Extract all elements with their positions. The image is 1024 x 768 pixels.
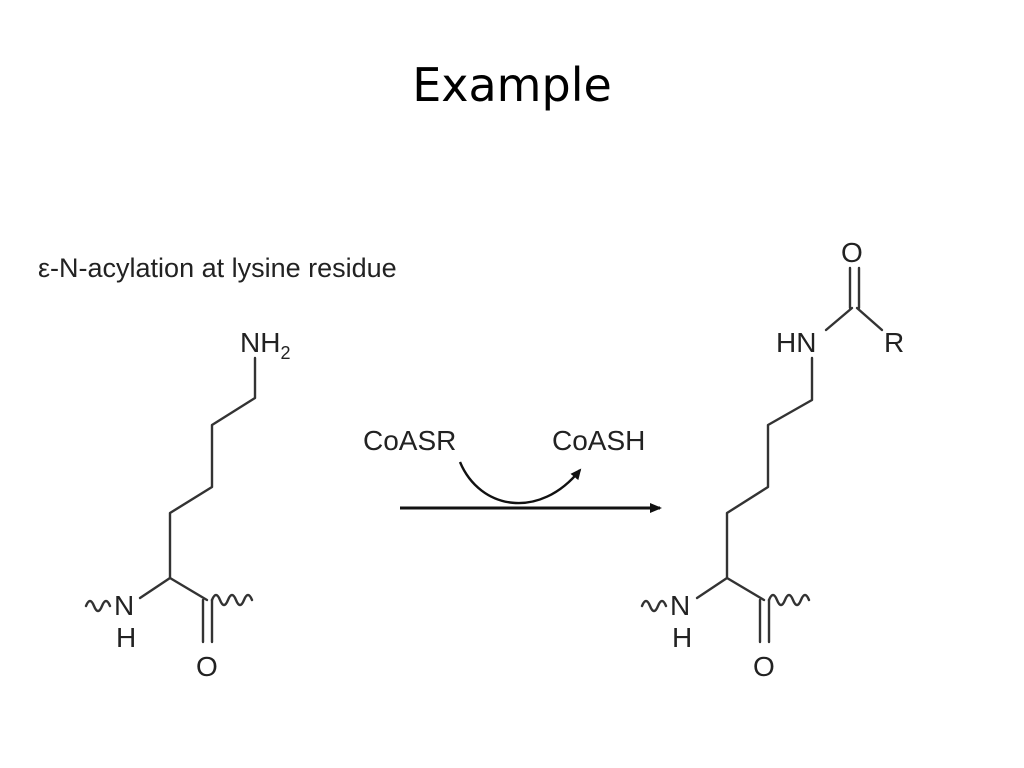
reactant-amine-label: NH2	[240, 327, 290, 363]
product-ca-c-bond	[725, 576, 766, 602]
reactant-lysine-structure: NH2 N H O	[84, 327, 290, 682]
reactant-backbone-n: N	[114, 590, 134, 621]
reactant-amine-nh: NH	[240, 327, 280, 358]
reactant-amine-subscript: 2	[280, 343, 290, 363]
reactant-backbone-h: H	[116, 622, 136, 653]
diagram-caption: ε-N-acylation at lysine residue	[38, 253, 397, 283]
reactant-wavy-right	[210, 593, 254, 607]
product-acyl-lysine-structure: O HN R N H O	[640, 237, 904, 682]
product-acyl-o: O	[841, 237, 863, 268]
reactant-carbonyl-o: O	[196, 651, 218, 682]
product-side-chain	[725, 356, 814, 580]
product-carbonyl-o: O	[753, 651, 775, 682]
product-wavy-left	[640, 599, 668, 613]
product-backbone-n: N	[670, 590, 690, 621]
reactant-n-ca-bond	[138, 576, 172, 600]
reagent-label: CoASR	[363, 425, 456, 456]
product-wavy-right	[767, 593, 811, 607]
reactant-ca-c-bond	[168, 576, 209, 602]
reaction-curved-arrow	[458, 461, 582, 505]
product-acyl-r: R	[884, 327, 904, 358]
product-c-r-bond	[855, 306, 884, 332]
slide-title: Example	[412, 58, 612, 112]
product-nh-c-bond	[824, 306, 854, 332]
product-backbone-h: H	[672, 622, 692, 653]
product-amide-nh: HN	[776, 327, 816, 358]
byproduct-label: CoASH	[552, 425, 645, 456]
product-n-ca-bond	[695, 576, 729, 600]
reactant-wavy-left	[84, 599, 112, 613]
reactant-side-chain	[168, 356, 257, 580]
reaction-arrow-group: CoASR CoASH	[363, 425, 662, 513]
